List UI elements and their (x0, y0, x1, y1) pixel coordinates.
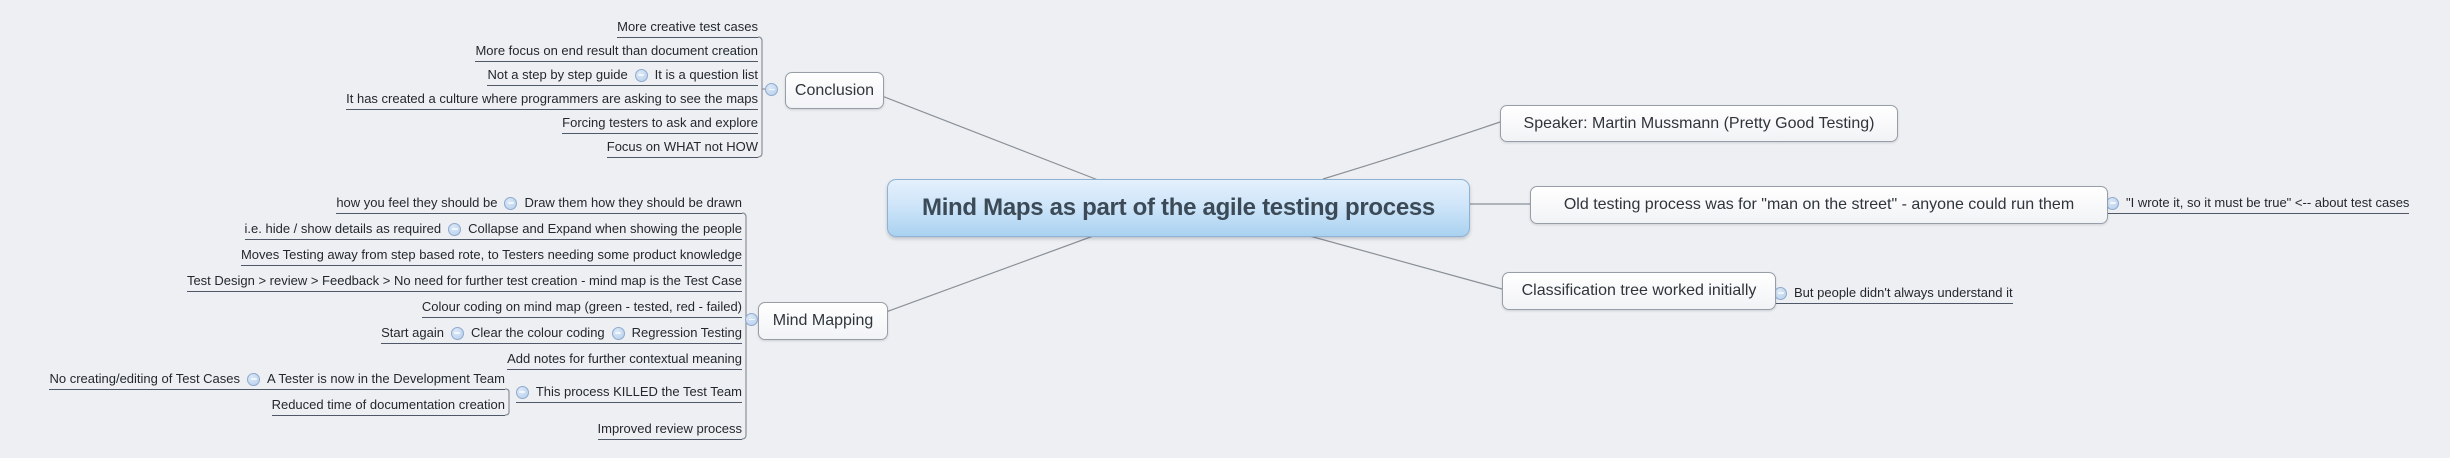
subtopic-how-you-feel: how you feel they should be (336, 195, 498, 210)
subtopic-label: But people didn't always understand it (1794, 285, 2013, 300)
subtopic-focus-what[interactable]: Focus on WHAT not HOW (606, 139, 758, 158)
central-topic-label: Mind Maps as part of the agile testing p… (922, 194, 1435, 221)
subtopic-moves-testing[interactable]: Moves Testing away from step based rote,… (240, 247, 742, 266)
subtopic-more-creative[interactable]: More creative test cases (617, 19, 758, 38)
collapse-icon[interactable] (515, 385, 529, 399)
subtopic-clear-colour: Clear the colour coding (470, 325, 605, 340)
subtopic-collapse-expand-chain[interactable]: i.e. hide / show details as required Col… (244, 221, 742, 240)
subtopic-tester-dev: A Tester is now in the Development Team (267, 371, 505, 386)
subtopic-label: Moves Testing away from step based rote,… (240, 247, 742, 262)
subtopic-but-people[interactable]: But people didn't always understand it (1774, 285, 2013, 304)
subtopic-label: "I wrote it, so it must be true" <-- abo… (2126, 195, 2410, 210)
topic-old-testing-label: Old testing process was for "man on the … (1563, 196, 2075, 213)
subtopic-label: It has created a culture where programme… (346, 91, 758, 106)
collapse-icon[interactable] (247, 372, 261, 386)
subtopic-killed-label: This process KILLED the Test Team (535, 384, 742, 399)
subtopic-label: Reduced time of documentation creation (271, 397, 505, 412)
subtopic-draw-them-chain[interactable]: how you feel they should be Draw them ho… (336, 195, 742, 214)
topic-mind-mapping[interactable]: Mind Mapping (758, 302, 888, 340)
topic-speaker[interactable]: Speaker: Martin Mussmann (Pretty Good Te… (1500, 105, 1898, 142)
subtopic-forcing-testers[interactable]: Forcing testers to ask and explore (562, 115, 758, 134)
subtopic-label: Test Design > review > Feedback > No nee… (186, 273, 742, 288)
collapse-icon[interactable] (450, 326, 464, 340)
subtopic-culture[interactable]: It has created a culture where programme… (346, 91, 758, 110)
topic-classification-tree[interactable]: Classification tree worked initially (1502, 272, 1776, 310)
subtopic-hide-show: i.e. hide / show details as required (244, 221, 442, 236)
collapse-icon[interactable] (611, 326, 625, 340)
central-topic[interactable]: Mind Maps as part of the agile testing p… (887, 179, 1470, 237)
topic-conclusion-label: Conclusion (794, 81, 875, 99)
collapse-icon[interactable] (745, 313, 758, 326)
subtopic-reduced-time[interactable]: Reduced time of documentation creation (271, 397, 505, 416)
subtopic-start-again: Start again (381, 325, 444, 340)
subtopic-question-list: It is a question list (654, 67, 758, 82)
collapse-icon[interactable] (504, 196, 518, 210)
subtopic-improved-review[interactable]: Improved review process (597, 421, 743, 440)
topic-old-testing-process[interactable]: Old testing process was for "man on the … (1530, 186, 2108, 224)
subtopic-label: More creative test cases (617, 19, 758, 34)
subtopic-question-list-chain[interactable]: Not a step by step guide It is a questio… (487, 67, 758, 86)
subtopic-label: Focus on WHAT not HOW (606, 139, 758, 154)
subtopic-label: Colour coding on mind map (green - teste… (421, 299, 742, 314)
subtopic-label: Forcing testers to ask and explore (562, 115, 758, 130)
subtopic-draw-them: Draw them how they should be drawn (524, 195, 742, 210)
subtopic-label: More focus on end result than document c… (475, 43, 758, 58)
subtopic-more-focus[interactable]: More focus on end result than document c… (475, 43, 758, 62)
subtopic-no-creating: No creating/editing of Test Cases (49, 371, 241, 386)
subtopic-colour-coding[interactable]: Colour coding on mind map (green - teste… (421, 299, 742, 318)
subtopic-add-notes[interactable]: Add notes for further contextual meaning (507, 351, 742, 370)
topic-mind-mapping-label: Mind Mapping (772, 312, 874, 329)
subtopic-label: Add notes for further contextual meaning (507, 351, 742, 366)
collapse-icon[interactable] (448, 222, 462, 236)
subtopic-label: Improved review process (597, 421, 743, 436)
subtopic-killed-test-team[interactable]: This process KILLED the Test Team (515, 384, 742, 403)
subtopic-collapse-expand: Collapse and Expand when showing the peo… (468, 221, 742, 236)
subtopic-tester-dev-chain[interactable]: No creating/editing of Test Cases A Test… (49, 371, 505, 390)
topic-speaker-label: Speaker: Martin Mussmann (Pretty Good Te… (1523, 114, 1875, 132)
collapse-icon[interactable] (634, 68, 648, 82)
subtopic-regression-chain[interactable]: Start again Clear the colour coding Regr… (381, 325, 742, 344)
topic-conclusion[interactable]: Conclusion (785, 72, 884, 109)
subtopic-regression: Regression Testing (631, 325, 742, 340)
subtopic-i-wrote-it[interactable]: "I wrote it, so it must be true" <-- abo… (2106, 195, 2410, 214)
subtopic-not-a-step: Not a step by step guide (487, 67, 628, 82)
subtopic-test-design[interactable]: Test Design > review > Feedback > No nee… (186, 273, 742, 292)
collapse-icon[interactable] (765, 83, 778, 96)
topic-classification-label: Classification tree worked initially (1521, 282, 1757, 299)
